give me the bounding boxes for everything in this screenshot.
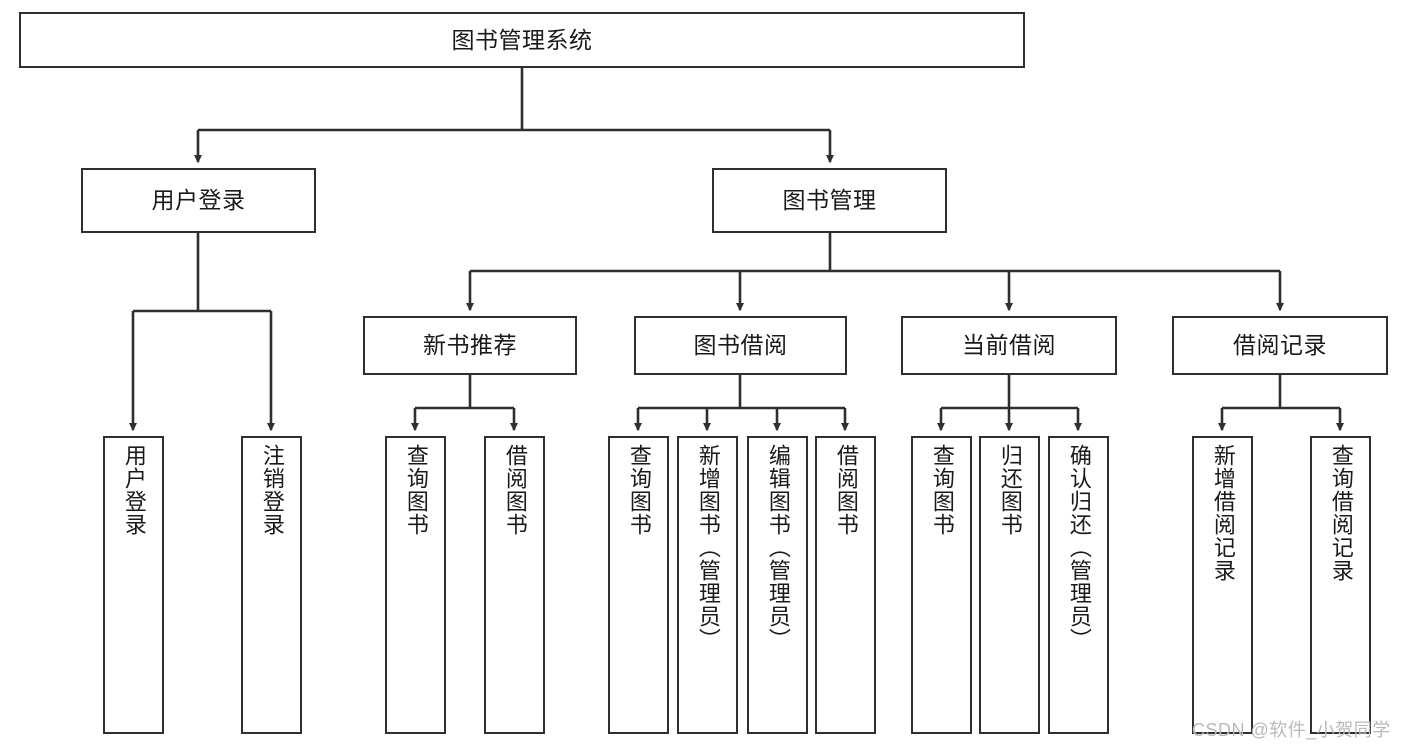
node-leaf-logout[interactable]: 注销登录 [241,436,302,734]
node-leaf-add-book[interactable]: 新增图书（管理员） [677,436,738,734]
node-leaf-logout-label: 注销登录 [259,444,285,536]
node-new-book-recommend-label: 新书推荐 [423,332,517,359]
node-leaf-borrow-book-1[interactable]: 借阅图书 [484,436,545,734]
node-book-manage-label: 图书管理 [782,187,877,214]
node-user-login[interactable]: 用户登录 [81,168,316,233]
node-leaf-edit-book[interactable]: 编辑图书（管理员） [747,436,808,734]
node-book-borrow[interactable]: 图书借阅 [634,316,847,375]
node-leaf-add-record-label: 新增借阅记录 [1210,444,1236,582]
node-leaf-confirm-return[interactable]: 确认归还（管理员） [1048,436,1109,734]
node-leaf-return-book-label: 归还图书 [997,444,1023,536]
node-leaf-borrow-book-1-label: 借阅图书 [502,444,528,536]
node-leaf-query-book-2-label: 查询图书 [626,444,652,536]
node-leaf-query-book-1-label: 查询图书 [403,444,429,536]
node-leaf-query-book-1[interactable]: 查询图书 [385,436,446,734]
node-user-login-label: 用户登录 [151,187,246,214]
node-borrow-record-label: 借阅记录 [1233,332,1327,359]
node-leaf-add-record[interactable]: 新增借阅记录 [1192,436,1253,734]
node-leaf-add-book-label: 新增图书（管理员） [695,444,721,651]
node-new-book-recommend[interactable]: 新书推荐 [363,316,577,375]
node-leaf-borrow-book-2[interactable]: 借阅图书 [815,436,876,734]
node-leaf-user-login[interactable]: 用户登录 [103,436,164,734]
node-borrow-record[interactable]: 借阅记录 [1172,316,1388,375]
node-leaf-query-book-3-label: 查询图书 [929,444,955,536]
node-leaf-query-record[interactable]: 查询借阅记录 [1310,436,1371,734]
node-leaf-borrow-book-2-label: 借阅图书 [833,444,859,536]
node-book-borrow-label: 图书借阅 [693,332,788,359]
node-leaf-query-book-2[interactable]: 查询图书 [608,436,669,734]
node-current-borrow[interactable]: 当前借阅 [901,316,1117,375]
node-leaf-user-login-label: 用户登录 [121,444,147,536]
node-leaf-edit-book-label: 编辑图书（管理员） [765,444,791,651]
node-leaf-confirm-return-label: 确认归还（管理员） [1066,444,1092,651]
node-leaf-query-record-label: 查询借阅记录 [1328,444,1354,582]
node-root-label: 图书管理系统 [451,26,593,53]
node-leaf-return-book[interactable]: 归还图书 [979,436,1040,734]
node-leaf-query-book-3[interactable]: 查询图书 [911,436,972,734]
node-book-manage[interactable]: 图书管理 [712,168,947,233]
node-current-borrow-label: 当前借阅 [962,332,1056,359]
node-root[interactable]: 图书管理系统 [19,12,1025,68]
